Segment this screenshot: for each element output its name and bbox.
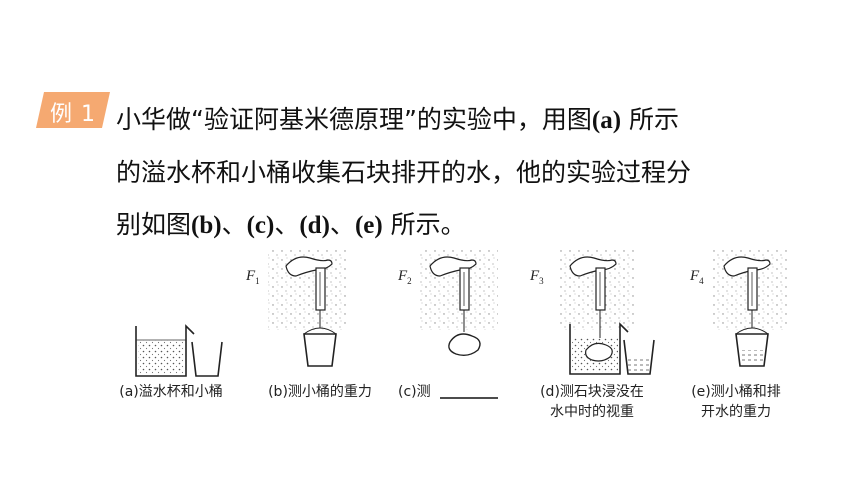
spring-scale-bucket-with-water (712, 250, 788, 367)
overflow-cup-and-bucket (135, 324, 223, 377)
problem-line-3: 别如图(b)、(c)、(d)、(e) 所示。 (116, 210, 466, 239)
experiment-illustration (135, 250, 788, 399)
experiment-figure: F1 F2 F3 F4 (a)溢水杯和小桶 (b)测小桶的重力 (c)测 (d)… (100, 248, 800, 438)
force-label-f4: F4 (690, 268, 704, 286)
problem-line-1: 小华做“验证阿基米德原理”的实验中，用图(a) 所示 (116, 105, 680, 134)
caption-a: (a)溢水杯和小桶 (119, 384, 223, 400)
example-badge-label: 例 1 (50, 102, 96, 127)
force-label-f1: F1 (246, 268, 260, 286)
problem-line-2: 的溢水杯和小桶收集石块排开的水，他的实验过程分 (116, 158, 692, 187)
caption-e: (e)测小桶和排 开水的重力 (691, 384, 781, 420)
caption-b: (b)测小桶的重力 (268, 384, 372, 400)
spring-scale-stone (418, 250, 498, 357)
caption-d: (d)测石块浸没在 水中时的视重 (540, 384, 644, 420)
spring-scale-bucket (268, 250, 346, 367)
example-badge (36, 92, 110, 128)
caption-c: (c)测 (398, 384, 431, 400)
problem-text: 小华做“验证阿基米德原理”的实验中，用图(a) 所示 的溢水杯和小桶收集石块排开… (116, 94, 806, 252)
force-label-f2: F2 (398, 268, 412, 286)
spring-scale-stone-in-water (558, 250, 655, 375)
force-label-f3: F3 (530, 268, 544, 286)
